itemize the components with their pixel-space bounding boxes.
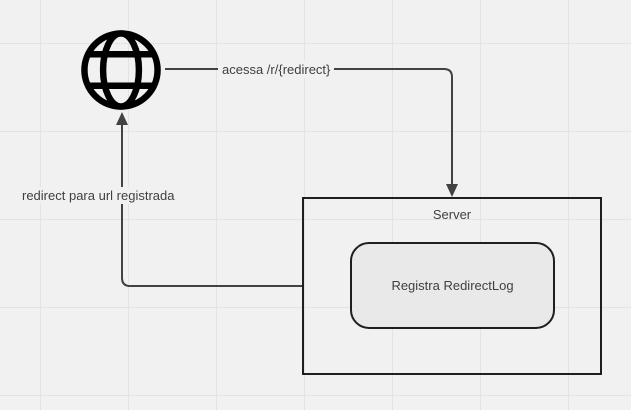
edge-request[interactable] bbox=[165, 68, 458, 197]
server-node[interactable]: Server bbox=[302, 197, 602, 375]
server-title: Server bbox=[432, 207, 472, 222]
arrowhead-up-icon bbox=[116, 112, 128, 125]
edge-label-redirect: redirect para url registrada bbox=[18, 187, 179, 204]
process-node-registra-redirectlog[interactable]: Registra RedirectLog bbox=[350, 242, 555, 329]
arrowhead-down-icon bbox=[446, 184, 458, 197]
edge-label-request: acessa /r/{redirect} bbox=[218, 61, 335, 78]
globe-icon[interactable] bbox=[78, 27, 164, 113]
process-label: Registra RedirectLog bbox=[391, 278, 514, 293]
